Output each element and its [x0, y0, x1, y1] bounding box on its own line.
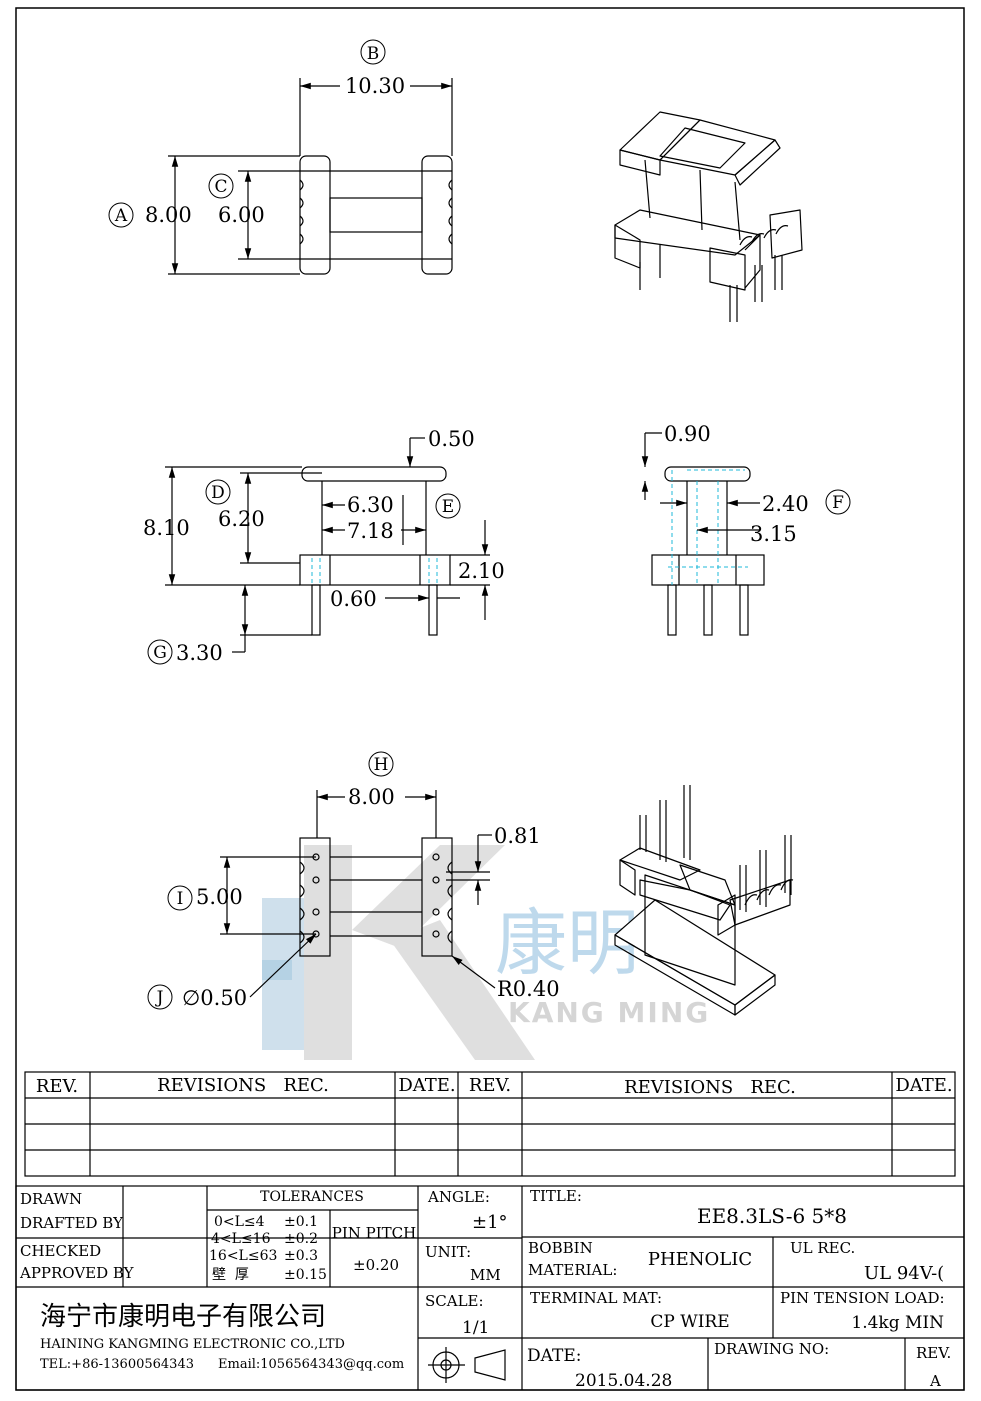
title-block-text: DRAWN DRAFTED BY CHECKED APPROVED BY TOL… [19, 1187, 951, 1391]
dim-f-value: 2.40 [762, 492, 809, 516]
terminal-mat-value: CP WIRE [650, 1312, 729, 1332]
title-label: TITLE: [530, 1187, 582, 1205]
checked-label: CHECKED [20, 1242, 101, 1260]
pin-tension-value: 1.4kg MIN [851, 1313, 944, 1333]
dim-j-label: J [155, 988, 164, 1008]
revisions-table [24, 1071, 956, 1177]
revisions-header-2: REVISIONS REC. [624, 1077, 796, 1098]
watermark-en: KANG MING [508, 996, 710, 1029]
drafted-by-label: DRAFTED BY [20, 1214, 124, 1232]
kangming-watermark: 康明 KANG MING [262, 845, 710, 1060]
dim-side-height: 8.10 [143, 516, 190, 540]
dim-b-value: 10.30 [345, 74, 405, 98]
company-tel: TEL:+86-13600564343 [40, 1357, 194, 1372]
dim-d-label: D [211, 483, 225, 503]
side-view [165, 437, 490, 653]
date-label: DATE: [527, 1346, 581, 1366]
terminal-mat-label: TERMINAL MAT: [530, 1289, 662, 1307]
dim-pin-w: 0.60 [330, 587, 377, 611]
rev-value: A [929, 1372, 941, 1390]
date-header-2: DATE. [895, 1075, 952, 1096]
date-value: 2015.04.28 [575, 1371, 672, 1391]
tol-row-3-range: 16<L≤63 [209, 1248, 277, 1264]
dim-core-315: 3.15 [750, 522, 797, 546]
angle-label: ANGLE: [427, 1188, 490, 1206]
company-email: Email:1056564343@qq.com [218, 1357, 404, 1372]
bobbin-material-label-2: MATERIAL: [528, 1261, 617, 1279]
rev-header-2: REV. [469, 1075, 511, 1096]
isometric-view-top [614, 111, 803, 322]
dim-i-label: I [177, 889, 184, 909]
tol-row-4-range: 壁 厚 [212, 1267, 249, 1283]
revisions-header-1: REVISIONS REC. [157, 1075, 329, 1096]
date-header-1: DATE. [398, 1075, 455, 1096]
dim-a-value: 8.00 [145, 203, 192, 227]
bottom-view-labels: H 8.00 0.81 I 5.00 J ∅0.50 R0.40 [147, 751, 560, 1010]
drawn-label: DRAWN [20, 1190, 82, 1208]
revisions-headers: REV. REVISIONS REC. DATE. REV. REVISIONS… [36, 1075, 953, 1098]
tol-row-1-range: 0<L≤4 [214, 1214, 265, 1230]
front-view-labels: 0.90 2.40 F 3.15 [664, 422, 851, 546]
tol-row-2-range: 4<L≤16 [211, 1231, 271, 1247]
dim-i-value: 5.00 [196, 885, 243, 909]
approved-by-label: APPROVED BY [19, 1264, 135, 1282]
tol-row-1-value: ±0.1 [284, 1214, 318, 1230]
dim-b-label: B [367, 44, 380, 64]
scale-label: SCALE: [425, 1292, 484, 1310]
dim-g-value: 3.30 [176, 641, 223, 665]
scale-value: 1/1 [462, 1318, 489, 1338]
dim-a-label: A [114, 206, 128, 226]
ul-rec-label: UL REC. [790, 1239, 855, 1257]
pin-pitch-value: ±0.20 [353, 1256, 399, 1274]
dim-c-value: 6.00 [218, 203, 265, 227]
rev-label: REV. [916, 1344, 951, 1362]
dim-e-label: E [442, 497, 454, 517]
tol-row-4-value: ±0.15 [284, 1267, 327, 1283]
dim-h-value: 8.00 [348, 785, 395, 809]
bobbin-material-value: PHENOLIC [648, 1249, 752, 1270]
dim-base-h: 2.10 [458, 559, 505, 583]
tol-row-3-value: ±0.3 [284, 1248, 318, 1264]
angle-value: ±1° [472, 1212, 508, 1233]
top-view-labels: B 10.30 A 8.00 C 6.00 [108, 39, 410, 228]
dim-flange-090: 0.90 [664, 422, 711, 446]
dim-inner-718: 7.18 [347, 519, 394, 543]
title-block [15, 1185, 965, 1391]
dim-flange-thick: 0.50 [428, 427, 475, 451]
company-name-en: HAINING KANGMING ELECTRONIC CO.,LTD [40, 1337, 345, 1352]
dim-h-label: H [374, 755, 389, 775]
front-view [641, 432, 765, 636]
watermark-cn: 康明 [495, 901, 639, 985]
bobbin-material-label-1: BOBBIN [528, 1239, 593, 1257]
dim-f-label: F [832, 493, 844, 513]
dim-j-value: ∅0.50 [182, 986, 247, 1010]
drawing-no-label: DRAWING NO: [714, 1340, 829, 1358]
pin-tension-label: PIN TENSION LOAD: [780, 1289, 945, 1307]
dim-d-value: 6.20 [218, 507, 265, 531]
unit-label: UNIT: [425, 1243, 471, 1261]
drawing-title: EE8.3LS-6 5*8 [697, 1204, 847, 1228]
bottom-view [220, 790, 496, 998]
tol-row-2-value: ±0.2 [284, 1231, 318, 1247]
company-name-cn: 海宁市康明电子有限公司 [40, 1302, 326, 1332]
dim-g-label: G [153, 643, 167, 663]
rev-header-1: REV. [36, 1076, 78, 1097]
dim-inner-630: 6.30 [347, 493, 394, 517]
top-view [168, 78, 453, 275]
dim-radius: R0.40 [497, 977, 560, 1001]
dim-pin-081: 0.81 [494, 824, 541, 848]
pin-pitch-label: PIN PITCH [332, 1224, 417, 1242]
dim-c-label: C [214, 177, 227, 197]
side-view-labels: 0.50 8.10 D 6.20 6.30 7.18 E 2.10 0.60 G… [143, 427, 505, 665]
unit-value: MM [470, 1266, 501, 1284]
ul-rec-value: UL 94V-( [864, 1263, 944, 1284]
isometric-view-bottom [614, 785, 794, 1016]
tolerances-label: TOLERANCES [260, 1189, 364, 1205]
